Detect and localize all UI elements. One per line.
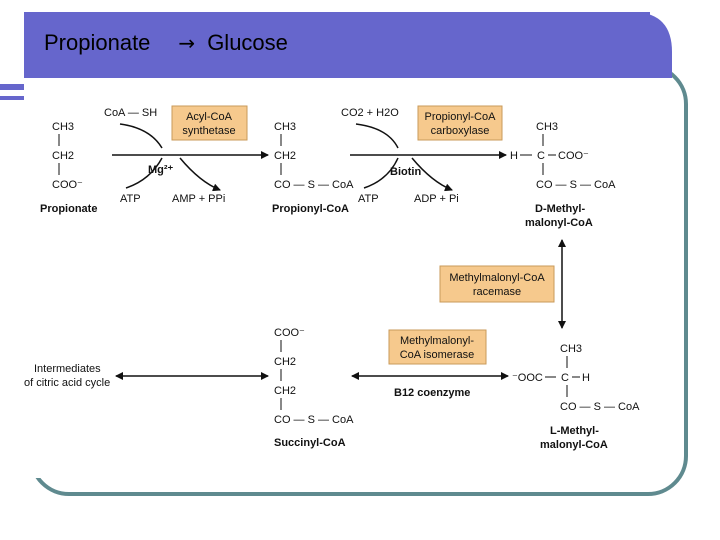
enzyme-name-line2: synthetase: [182, 125, 235, 137]
title-left: Propionate: [44, 30, 151, 55]
propionyl-ch2: CH2: [274, 150, 296, 162]
atp-label: ATP: [358, 193, 379, 205]
amp-exit-arrow: [179, 157, 221, 192]
l-mm-ch3: CH3: [560, 343, 582, 355]
enzyme-name-line2: CoA isomerase: [400, 349, 475, 361]
succ-ch2-b: CH2: [274, 385, 296, 397]
title-banner-inner: [24, 12, 650, 77]
atp-entry-arrow: [125, 157, 163, 189]
propionyl-co-s-coa: CO — S — CoA: [274, 179, 354, 191]
propionyl-coa-structure: CH3 CH2 CO — S — CoA Propionyl-CoA: [272, 121, 354, 215]
step2-propionyl-coa-carboxylase: CO2 + H2O Propionyl-CoA carboxylase Biot…: [341, 105, 507, 205]
d-mm-label-line1: D-Methyl-: [535, 203, 585, 215]
l-mm-co-s-coa: CO — S — CoA: [560, 401, 640, 413]
step1-acyl-coa-synthetase: CoA — SH Acyl-CoA synthetase Mg²⁺ ATP AM…: [104, 105, 269, 205]
slide-title: Propionate → Glucose: [44, 30, 288, 56]
enzyme-name-line2: carboxylase: [431, 125, 490, 137]
co2-h2o-label: CO2 + H2O: [341, 107, 399, 119]
l-methylmalonyl-coa-structure: CH3 ⁻OOC C H CO — S — CoA L-Methyl- malo…: [512, 343, 640, 451]
propionate-ch3: CH3: [52, 121, 74, 133]
tca-link: Intermediates of citric acid cycle: [24, 363, 269, 389]
banner-stripe-1: [0, 84, 24, 90]
coa-entry-arrow: [119, 123, 163, 149]
propionate-structure: CH3 CH2 COO⁻ Propionate: [40, 121, 97, 215]
atp-label: ATP: [120, 193, 141, 205]
d-mm-coo: COO⁻: [558, 150, 589, 162]
enzyme-name-line1: Methylmalonyl-CoA: [449, 272, 545, 284]
title-arrow-icon: →: [178, 31, 196, 55]
propionate-ch2: CH2: [52, 150, 74, 162]
enzyme-box-propionyl-coa-carboxylase: [417, 105, 503, 141]
d-mm-h: H: [510, 150, 518, 162]
step3-racemase: Methylmalonyl-CoA racemase: [439, 239, 566, 329]
mg-cofactor: Mg²⁺: [148, 164, 174, 176]
succ-ch2-a: CH2: [274, 356, 296, 368]
enzyme-box-racemase: [439, 265, 555, 303]
enzyme-name-line2: racemase: [473, 286, 521, 298]
l-mm-label-line1: L-Methyl-: [550, 425, 599, 437]
enzyme-name-line1: Propionyl-CoA: [425, 111, 497, 123]
enzyme-box-acyl-coa-synthetase: [171, 105, 248, 141]
succinyl-coa-structure: COO⁻ CH2 CH2 CO — S — CoA Succinyl-CoA: [274, 327, 354, 449]
propionyl-coa-label: Propionyl-CoA: [272, 203, 349, 215]
b12-cofactor: B12 coenzyme: [394, 387, 470, 399]
adp-exit-arrow: [411, 157, 453, 192]
propionate-coo: COO⁻: [52, 179, 83, 191]
l-mm-label-line2: malonyl-CoA: [540, 439, 608, 451]
l-mm-h: H: [582, 372, 590, 384]
propionate-label: Propionate: [40, 203, 97, 215]
tca-label-line2: of citric acid cycle: [24, 377, 110, 389]
atp-entry-arrow: [363, 157, 399, 189]
d-mm-c: C: [537, 150, 545, 162]
d-methylmalonyl-coa-structure: CH3 H C COO⁻ CO — S — CoA D-Methyl- malo…: [510, 121, 616, 229]
step4-isomerase: Methylmalonyl- CoA isomerase B12 coenzym…: [351, 329, 509, 399]
coa-sh-label: CoA — SH: [104, 107, 157, 119]
amp-ppi-label: AMP + PPi: [172, 193, 225, 205]
enzyme-box-isomerase: [388, 329, 487, 365]
succ-coo: COO⁻: [274, 327, 305, 339]
enzyme-name-line1: Acyl-CoA: [186, 111, 233, 123]
d-mm-label-line2: malonyl-CoA: [525, 217, 593, 229]
succinyl-coa-label: Succinyl-CoA: [274, 437, 346, 449]
title-right: Glucose: [207, 30, 288, 55]
banner-stripe-2: [0, 96, 24, 100]
d-mm-co-s-coa: CO — S — CoA: [536, 179, 616, 191]
tca-label-line1: Intermediates: [34, 363, 101, 375]
adp-pi-label: ADP + Pi: [414, 193, 459, 205]
l-mm-ooc: ⁻OOC: [512, 372, 543, 384]
succ-co-s-coa: CO — S — CoA: [274, 414, 354, 426]
d-mm-ch3: CH3: [536, 121, 558, 133]
propionyl-ch3: CH3: [274, 121, 296, 133]
enzyme-name-line1: Methylmalonyl-: [400, 335, 474, 347]
l-mm-c: C: [561, 372, 569, 384]
biotin-cofactor: Biotin: [390, 166, 421, 178]
co2-entry-arrow: [355, 123, 399, 149]
